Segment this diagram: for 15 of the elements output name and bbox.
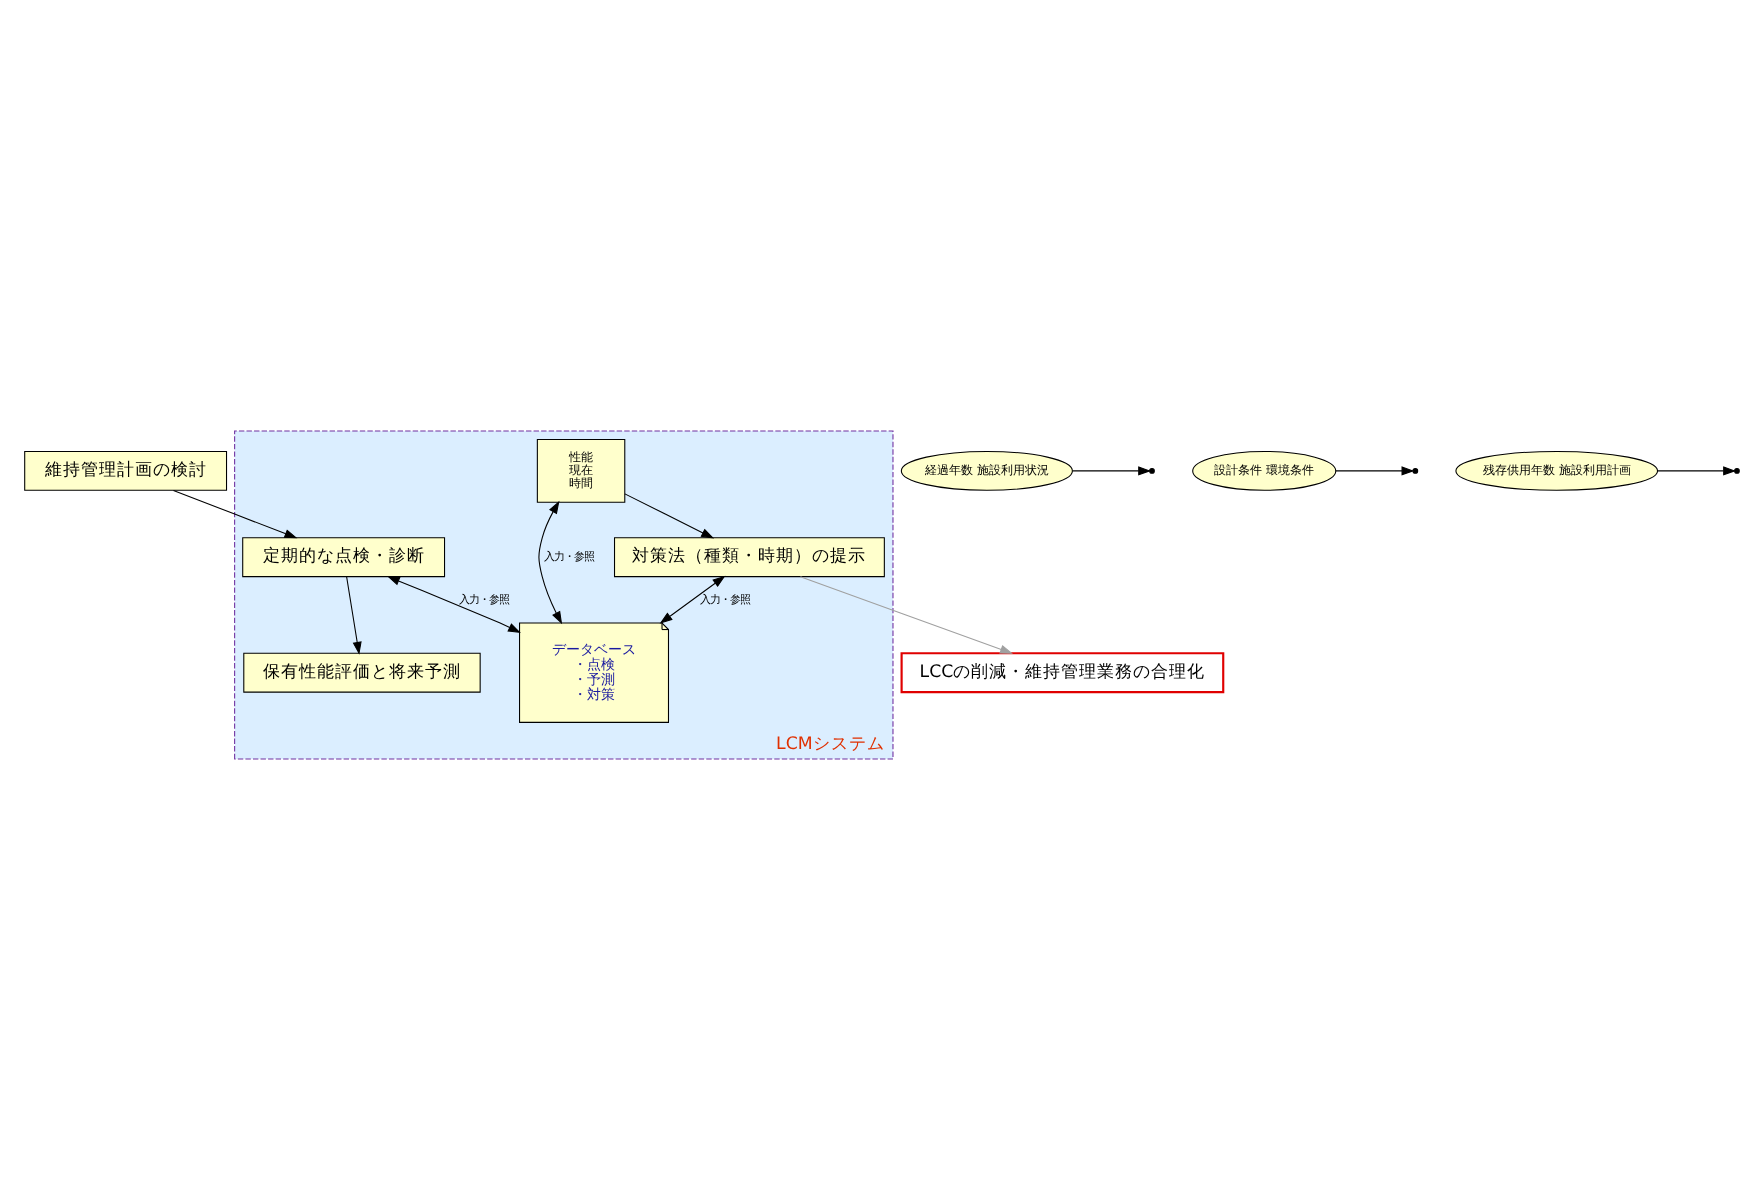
arrow [346,575,362,654]
arrow [799,575,1013,653]
arrow [386,575,521,633]
node-box: 維持管理計画の検討 [24,449,228,490]
node-box: 保有性能評価と将来予測 [243,651,481,692]
arrow [659,574,726,623]
node-box: 対策法（種類・時期）の提示 [614,536,885,577]
arrow [1335,465,1415,475]
arrow [1656,465,1737,475]
node-box: LCCの削減・維持管理業務の合理化 [900,651,1225,693]
arrow [624,492,715,538]
arrow [172,488,298,538]
arrow [538,499,563,624]
arrow [1072,465,1152,475]
node-box: 定期的な点検・診断 [242,536,446,577]
